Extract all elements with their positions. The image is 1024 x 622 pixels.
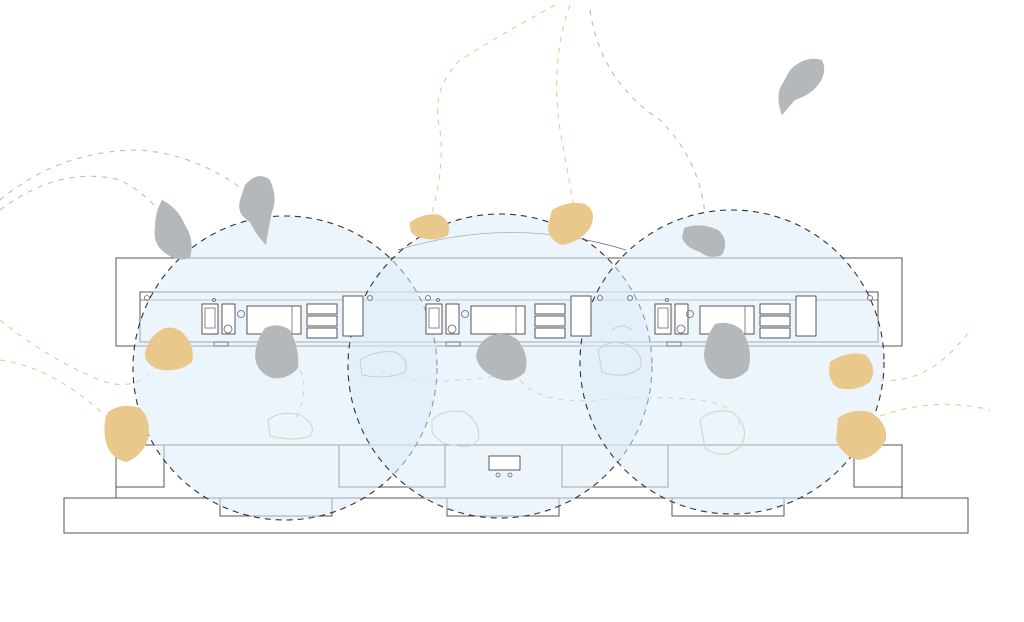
staff-figure: [239, 176, 275, 245]
visitor-figure: [144, 327, 193, 371]
staff-figure: [255, 325, 299, 379]
counter-fixtures: [144, 295, 873, 478]
ghost-figure: [267, 412, 313, 440]
visitor-figure: [104, 405, 149, 462]
staff-figure: [704, 322, 750, 379]
visitor-figures: [104, 202, 887, 462]
ghost-figure: [699, 410, 745, 455]
visitor-figure: [409, 214, 449, 240]
staff-figures: [154, 58, 825, 381]
visitor-figure: [555, 225, 578, 241]
ghost-figures: [267, 325, 745, 455]
visitor-figure: [836, 410, 887, 460]
ghost-figure: [597, 341, 642, 376]
ghost-figure: [359, 351, 407, 378]
ghost-figure: [431, 410, 480, 448]
visitor-circulation-paths: [0, 4, 991, 431]
visitor-figure: [829, 353, 874, 390]
workstation-left: [201, 295, 364, 347]
staff-figure: [682, 225, 726, 257]
staff-figure: [476, 333, 527, 381]
ghost-figure: [611, 325, 633, 331]
staff-figure: [778, 58, 825, 115]
workstation-center: [425, 295, 592, 347]
staff-figure: [154, 200, 192, 260]
